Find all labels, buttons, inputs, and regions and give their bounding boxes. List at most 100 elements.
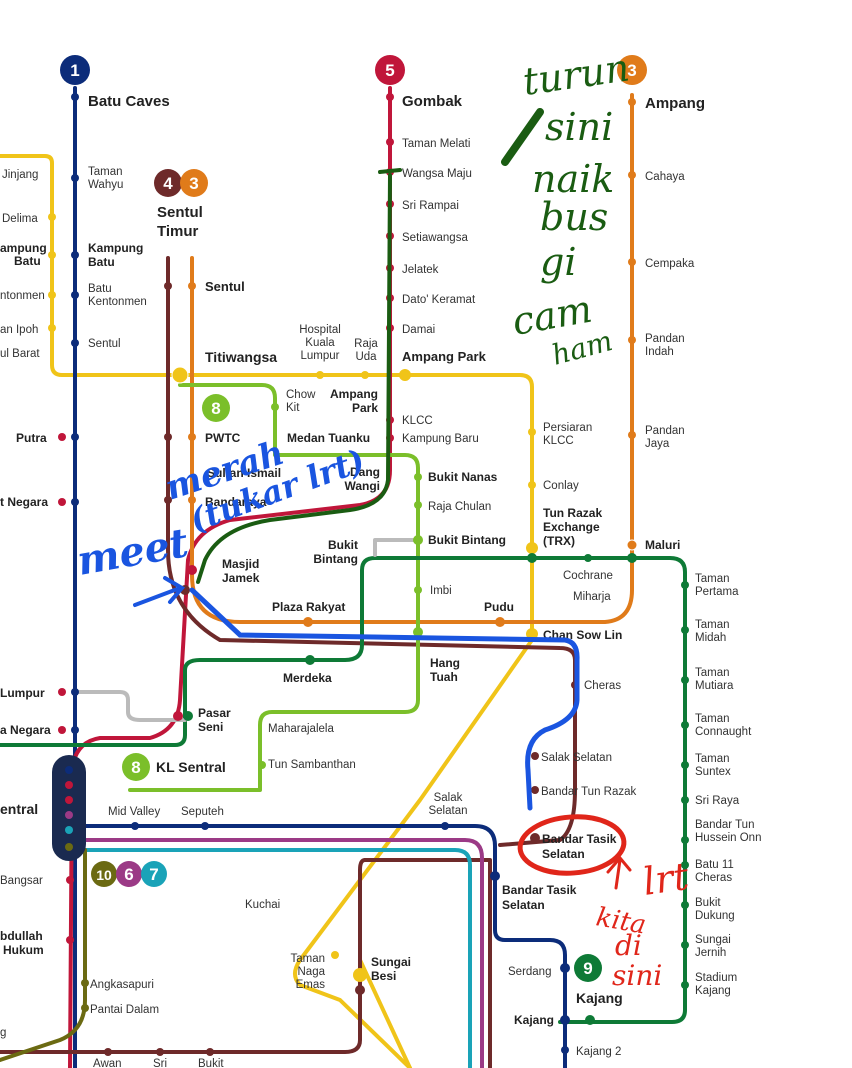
station-salak-selatan: Salak Selatan: [541, 752, 612, 764]
station-kl-left: Lumpur: [0, 686, 45, 700]
station-dots: [48, 93, 689, 1056]
station-sentul-barat: ul Barat: [0, 348, 40, 360]
annotation-meet: meet: [74, 519, 193, 585]
svg-text:3: 3: [189, 174, 198, 193]
station-pudu: Pudu: [484, 600, 514, 614]
svg-text:turun: turun: [520, 45, 632, 103]
station-jinjang: Jinjang: [2, 169, 38, 181]
station-pantai-dalam: Pantai Dalam: [90, 1004, 159, 1016]
station-tun-sambanthan: Tun Sambanthan: [268, 759, 356, 771]
station-maharajalela: Maharajalela: [268, 723, 334, 735]
station-sri: Sri: [153, 1058, 167, 1068]
svg-text:7: 7: [149, 865, 158, 884]
station-cempaka: Cempaka: [645, 258, 695, 270]
station-kajang: Kajang: [514, 1013, 554, 1027]
line8b-badge: 8: [122, 753, 150, 781]
kl-sentral-interchange: [52, 755, 86, 861]
svg-text:3: 3: [627, 61, 636, 80]
annotation-lrt: lrt: [640, 854, 692, 904]
station-bangsar: Bangsar: [0, 875, 43, 887]
station-kuchai: Kuchai: [245, 899, 280, 911]
svg-text:4: 4: [163, 174, 173, 193]
svg-text:10: 10: [96, 867, 112, 883]
station-merdeka: Merdeka: [283, 671, 332, 685]
svg-text:8: 8: [211, 399, 220, 418]
station-ampang-park: Ampang Park: [402, 349, 487, 364]
annotation-blue-arrow: [133, 576, 186, 607]
svg-text:bus: bus: [540, 195, 608, 239]
station-seputeh: Seputeh: [181, 806, 224, 818]
station-imbi: Imbi: [430, 585, 452, 597]
station-sri-raya: Sri Raya: [695, 795, 740, 807]
station-kentonmen-left: ntonmen: [0, 290, 45, 302]
line9-badge: 9: [574, 954, 602, 982]
station-sri-rampai: Sri Rampai: [402, 200, 459, 212]
line6-badge: 6: [116, 861, 142, 887]
station-jalan-ipoh: an Ipoh: [0, 324, 38, 336]
annotation-green-route: [196, 168, 402, 584]
station-kajang-2: Kajang 2: [576, 1046, 621, 1058]
station-pwtc: PWTC: [205, 431, 241, 445]
annotation-red-arrow: [606, 855, 632, 890]
line1-badge: 1: [60, 55, 90, 85]
svg-text:naik: naik: [532, 157, 614, 201]
station-g-left: g: [0, 1027, 6, 1039]
station-plaza-rakyat: Plaza Rakyat: [272, 600, 345, 614]
station-raja-chulan: Raja Chulan: [428, 501, 491, 513]
station-sentul: Sentul: [205, 279, 245, 294]
station-serdang: Serdang: [508, 966, 551, 978]
station-kampung-baru: Kampung Baru: [402, 433, 479, 445]
station-gombak: Gombak: [402, 93, 463, 110]
station-bukit-bintang: Bukit Bintang: [428, 533, 506, 547]
svg-text:1: 1: [70, 61, 79, 80]
station-bukit: Bukit: [198, 1058, 224, 1068]
station-cochrane: Cochrane: [563, 570, 613, 582]
route-yellow: [0, 154, 534, 1068]
station-medan-tuanku: Medan Tuanku: [287, 431, 370, 445]
station-kajang-9: Kajang: [576, 990, 623, 1006]
svg-text:9: 9: [583, 959, 592, 978]
annotation-green-note: turun sini naik bus gi cam ham: [509, 45, 632, 371]
svg-text:6: 6: [124, 865, 133, 884]
station-kl-sentral: KL Sentral: [156, 759, 226, 775]
annotation-red-circle: [517, 814, 627, 876]
station-conlay: Conlay: [543, 480, 579, 492]
station-bukit-nanas: Bukit Nanas: [428, 470, 498, 484]
line10-badge: 10: [91, 861, 117, 887]
station-sentul-l1: Sentul: [88, 338, 121, 350]
station-jelatek: Jelatek: [402, 264, 439, 276]
station-negara-left: a Negara: [0, 723, 51, 737]
svg-text:8: 8: [131, 758, 140, 777]
station-taman-melati: Taman Melati: [402, 138, 470, 150]
station-awan: Awan: [93, 1058, 122, 1068]
svg-text:gi: gi: [540, 240, 576, 284]
station-delima: Delima: [2, 213, 38, 225]
station-angkasapuri: Angkasapuri: [90, 979, 154, 991]
station-cheras: Cheras: [584, 680, 621, 692]
station-setiawangsa: Setiawangsa: [402, 232, 468, 244]
